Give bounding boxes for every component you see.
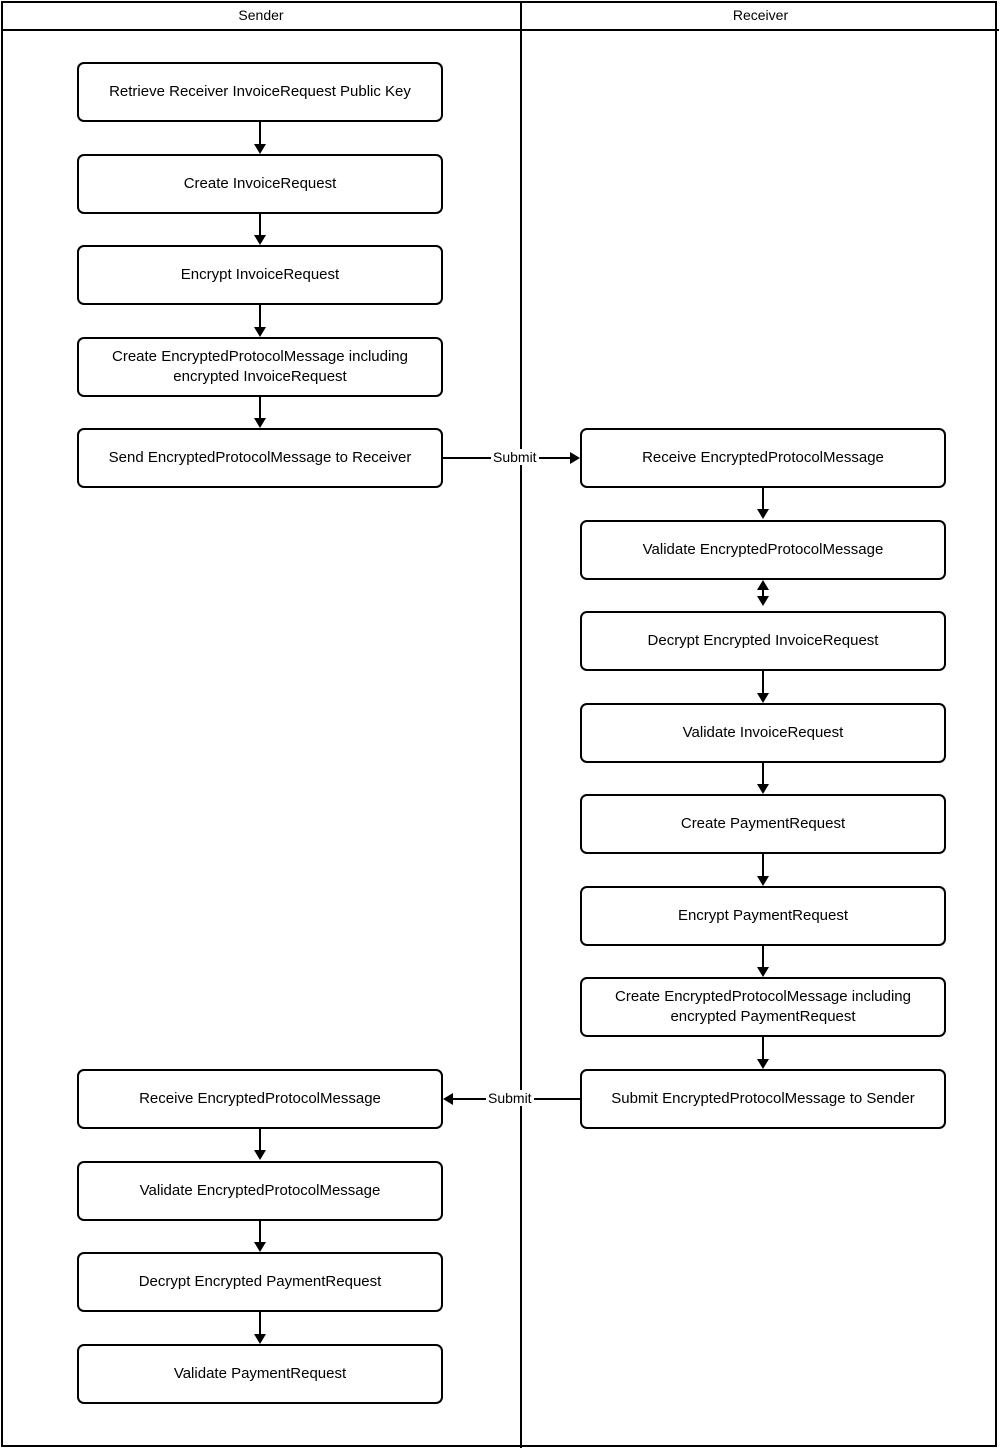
node-label-line2: encrypted InvoiceRequest — [173, 368, 347, 385]
connector-s8-s9-line — [259, 1312, 261, 1334]
connector-submit-to-sender-arrowhead — [443, 1093, 453, 1105]
node-label-line2: encrypted PaymentRequest — [670, 1008, 856, 1025]
connector-r1-r2-arrowhead — [757, 509, 769, 519]
connector-s3-s4-arrowhead — [254, 327, 266, 337]
node-label: Validate EncryptedProtocolMessage — [139, 1181, 381, 1199]
connector-r3-r4-arrowhead — [757, 693, 769, 703]
connector-s1-s2-line — [259, 122, 261, 144]
connector-s7-s8-arrowhead — [254, 1242, 266, 1252]
node-label: Validate InvoiceRequest — [682, 723, 844, 741]
node-label: Receive EncryptedProtocolMessage — [642, 448, 884, 466]
connector-r2-r3-arrowhead-down — [757, 596, 769, 606]
lane-title-sender: Sender — [238, 7, 284, 23]
connector-s7-s8-line — [259, 1221, 261, 1242]
node-label: Encrypt PaymentRequest — [677, 906, 849, 924]
connector-r7-r8-arrowhead — [757, 1059, 769, 1069]
node-label: Retrieve Receiver InvoiceRequest Public … — [109, 82, 411, 100]
connector-r3-r4-line — [762, 671, 764, 693]
connector-r2-r3-arrowhead-up — [757, 580, 769, 590]
connector-s2-s3-arrowhead — [254, 235, 266, 245]
connector-s6-s7-arrowhead — [254, 1150, 266, 1160]
connector-s8-s9-arrowhead — [254, 1334, 266, 1344]
node-label: Validate EncryptedProtocolMessage — [642, 540, 884, 558]
node-label: Create EncryptedProtocolMessage includin… — [112, 347, 408, 388]
node-decrypt-encrypted-invoicerequest[interactable]: Decrypt Encrypted InvoiceRequest — [580, 611, 946, 671]
node-validate-epm-receiver[interactable]: Validate EncryptedProtocolMessage — [580, 520, 946, 580]
connector-s6-s7-line — [259, 1129, 261, 1150]
node-create-epm-invoicerequest[interactable]: Create EncryptedProtocolMessage includin… — [77, 337, 443, 397]
node-receive-epm-sender[interactable]: Receive EncryptedProtocolMessage — [77, 1069, 443, 1129]
edge-label-submit-to-receiver: Submit — [491, 449, 539, 465]
node-label: Decrypt Encrypted InvoiceRequest — [647, 631, 879, 649]
node-validate-paymentrequest[interactable]: Validate PaymentRequest — [77, 1344, 443, 1404]
node-label: Create InvoiceRequest — [183, 174, 337, 192]
connector-s1-s2-arrowhead — [254, 144, 266, 154]
node-label-line1: Create EncryptedProtocolMessage includin… — [112, 347, 408, 365]
node-validate-epm-sender[interactable]: Validate EncryptedProtocolMessage — [77, 1161, 443, 1221]
node-create-epm-paymentrequest[interactable]: Create EncryptedProtocolMessage includin… — [580, 977, 946, 1037]
connector-s2-s3-line — [259, 214, 261, 235]
connector-r1-r2-line — [762, 488, 764, 509]
connector-r4-r5-line — [762, 763, 764, 784]
edge-label-submit-to-sender: Submit — [486, 1090, 534, 1106]
node-label-line1: Create EncryptedProtocolMessage includin… — [615, 987, 911, 1005]
node-label: Create EncryptedProtocolMessage includin… — [615, 987, 911, 1028]
node-submit-epm-to-sender[interactable]: Submit EncryptedProtocolMessage to Sende… — [580, 1069, 946, 1129]
node-encrypt-paymentrequest[interactable]: Encrypt PaymentRequest — [580, 886, 946, 946]
connector-submit-to-receiver-arrowhead — [570, 452, 580, 464]
node-label: Receive EncryptedProtocolMessage — [139, 1089, 381, 1107]
connector-r4-r5-arrowhead — [757, 784, 769, 794]
connector-r6-r7-arrowhead — [757, 967, 769, 977]
connector-s4-s5-arrowhead — [254, 418, 266, 428]
swimlane-header-divider — [1, 29, 999, 31]
node-label: Encrypt InvoiceRequest — [180, 265, 340, 283]
swimlane-vertical-divider — [520, 1, 522, 1448]
node-label: Create PaymentRequest — [680, 814, 846, 832]
node-decrypt-encrypted-paymentrequest[interactable]: Decrypt Encrypted PaymentRequest — [77, 1252, 443, 1312]
lane-title-receiver: Receiver — [732, 7, 789, 23]
node-label: Send EncryptedProtocolMessage to Receive… — [108, 448, 412, 466]
node-label: Decrypt Encrypted PaymentRequest — [138, 1272, 382, 1290]
node-label: Validate PaymentRequest — [173, 1364, 347, 1382]
node-label: Submit EncryptedProtocolMessage to Sende… — [611, 1089, 915, 1107]
connector-r5-r6-arrowhead — [757, 876, 769, 886]
node-create-invoicerequest[interactable]: Create InvoiceRequest — [77, 154, 443, 214]
connector-s4-s5-line — [259, 397, 261, 418]
node-create-paymentrequest[interactable]: Create PaymentRequest — [580, 794, 946, 854]
node-encrypt-invoicerequest[interactable]: Encrypt InvoiceRequest — [77, 245, 443, 305]
node-retrieve-receiver-public-key[interactable]: Retrieve Receiver InvoiceRequest Public … — [77, 62, 443, 122]
connector-r6-r7-line — [762, 946, 764, 967]
connector-r7-r8-line — [762, 1037, 764, 1059]
node-validate-invoicerequest[interactable]: Validate InvoiceRequest — [580, 703, 946, 763]
node-send-epm-to-receiver[interactable]: Send EncryptedProtocolMessage to Receive… — [77, 428, 443, 488]
connector-r5-r6-line — [762, 854, 764, 876]
connector-s3-s4-line — [259, 305, 261, 327]
node-receive-epm-receiver[interactable]: Receive EncryptedProtocolMessage — [580, 428, 946, 488]
connector-r2-r3-line — [762, 588, 764, 596]
